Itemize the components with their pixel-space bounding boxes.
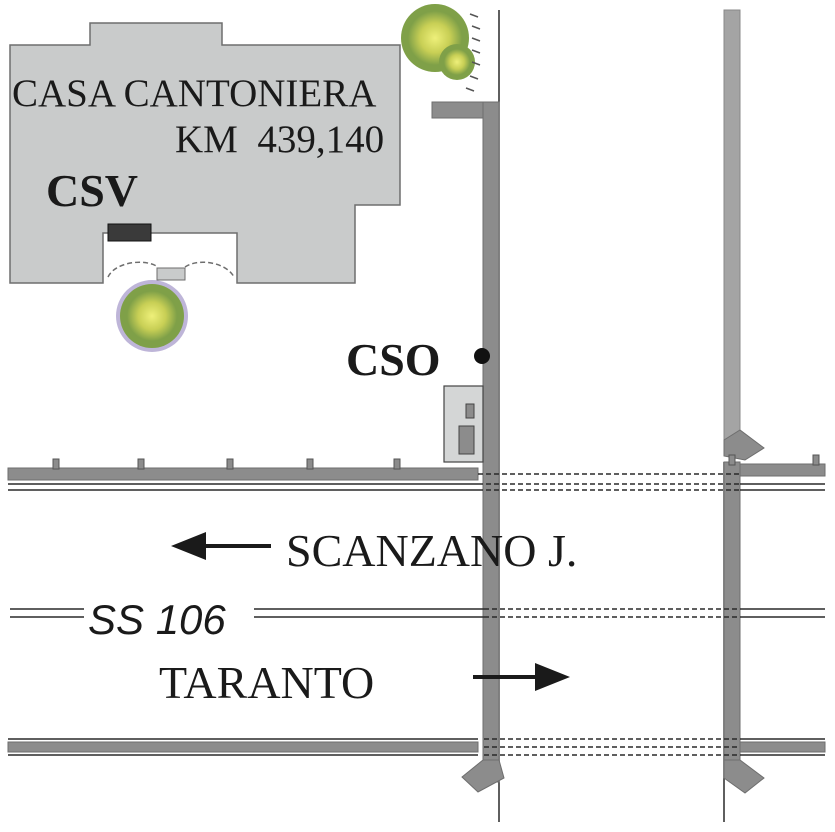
road-edge-lower-dashed bbox=[484, 738, 740, 756]
track-left bbox=[482, 101, 500, 783]
cso-label: CSO bbox=[346, 334, 441, 385]
road-edge-upper bbox=[8, 483, 825, 491]
road-edge-upper-dashed bbox=[478, 473, 740, 491]
building-name: CASA CANTONIERA bbox=[12, 72, 376, 115]
arrow-right-icon bbox=[473, 663, 570, 691]
arrow-left-icon bbox=[171, 532, 271, 560]
shrub-icon bbox=[116, 280, 188, 352]
road-centerline-dashed bbox=[484, 608, 740, 618]
door-arc-left bbox=[107, 261, 159, 278]
guard-rail-top bbox=[7, 454, 826, 481]
control-box-slot-large bbox=[458, 425, 475, 455]
road-edge-lower bbox=[7, 738, 826, 756]
track-right-bend bbox=[723, 429, 765, 461]
csv-label: CSV bbox=[46, 165, 138, 216]
sensor-point-icon bbox=[474, 348, 490, 364]
shrub-leaf-marks bbox=[465, 13, 481, 92]
road-name-label: SS 106 bbox=[88, 596, 226, 643]
shrub-icon bbox=[401, 4, 475, 80]
direction-west-label: SCANZANO J. bbox=[286, 525, 577, 576]
csv-device-icon bbox=[107, 223, 152, 242]
control-box-slot-small bbox=[465, 403, 475, 419]
road-centerline bbox=[10, 608, 825, 618]
track-right-end bbox=[723, 759, 765, 794]
building-footprint bbox=[9, 22, 401, 284]
direction-east-label: TARANTO bbox=[159, 657, 374, 708]
building-km: KM 439,140 bbox=[175, 118, 384, 161]
door-step bbox=[156, 267, 186, 281]
track-right bbox=[723, 9, 741, 451]
track-left-end bbox=[461, 759, 505, 793]
door-arc-right bbox=[184, 261, 235, 278]
